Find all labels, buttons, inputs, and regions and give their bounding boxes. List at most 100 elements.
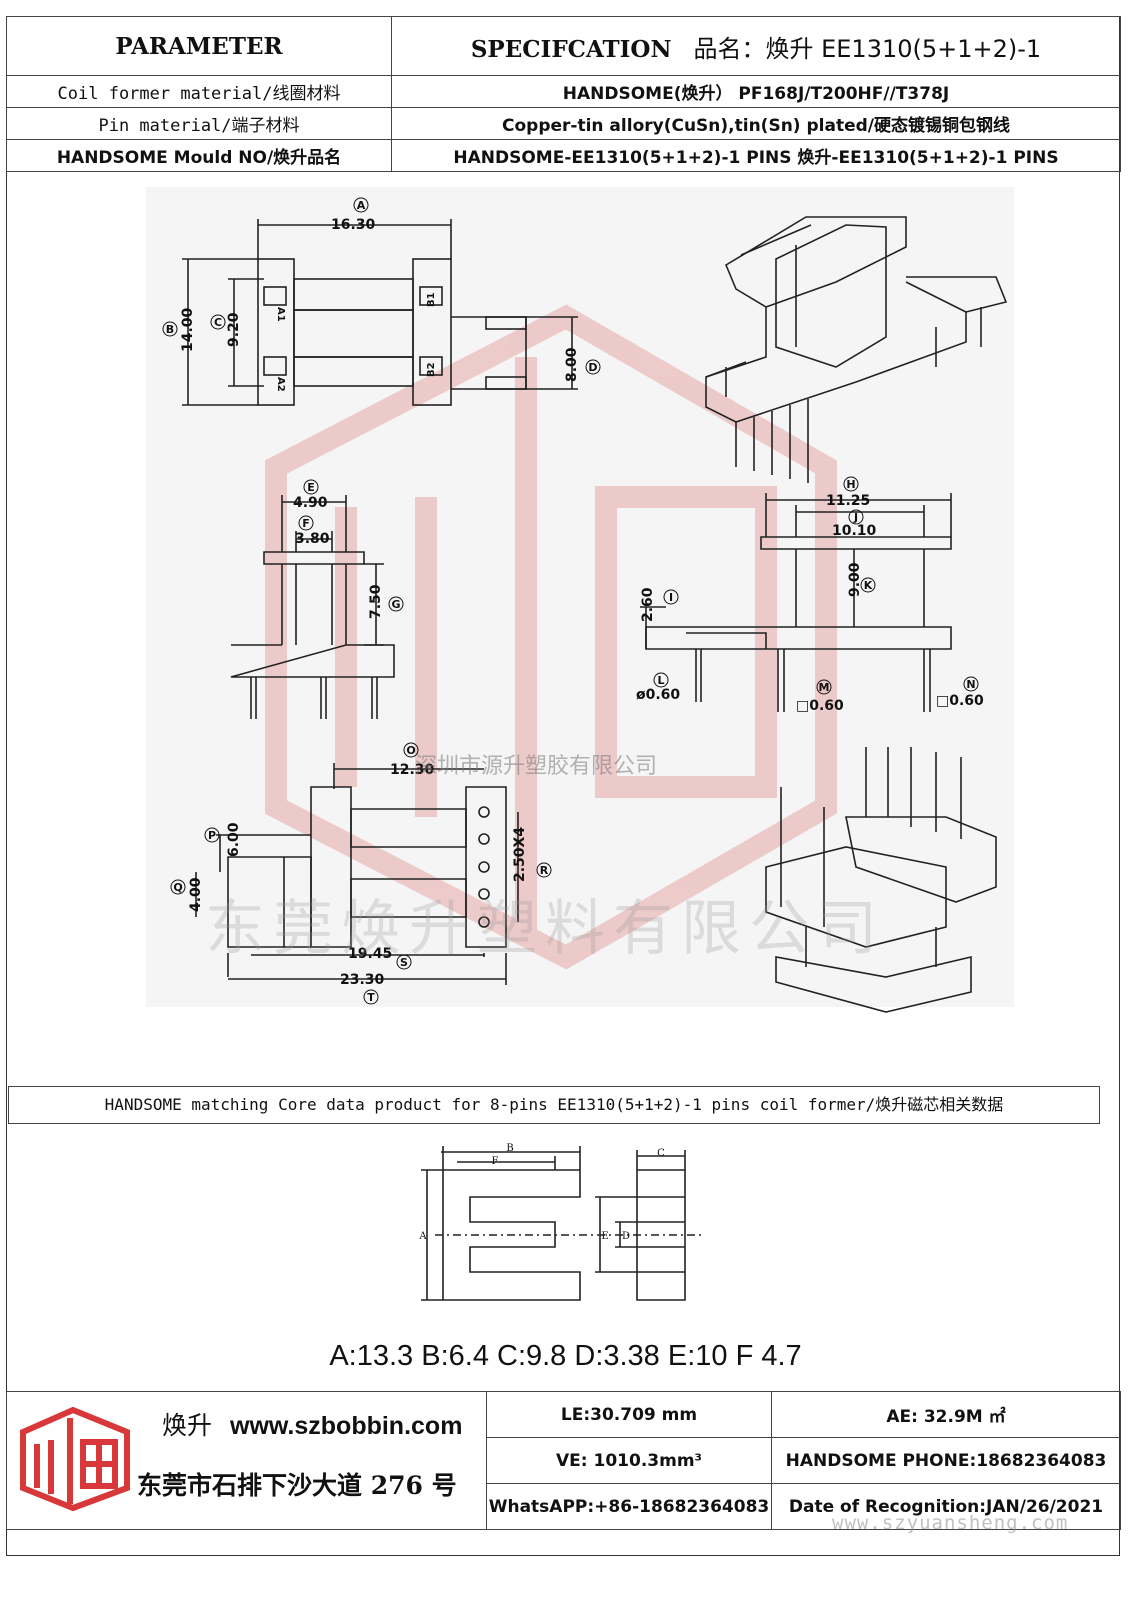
svg-text:L: L [657, 674, 664, 687]
pin-material-label: Pin material/端子材料 [6, 107, 392, 140]
marker-j: J [848, 509, 864, 525]
ve-value: VE: 1010.3mm³ [486, 1437, 772, 1484]
svg-text:T: T [367, 991, 375, 1004]
marker-g: G [388, 596, 404, 612]
marker-o: O [403, 742, 419, 758]
pin-mark-a1: A1 [275, 307, 286, 322]
iso-view-bottom [765, 747, 997, 1013]
reference-markers: A B C D E F G H I J K L M N O P Q R S T [162, 197, 979, 1005]
marker-p: P [204, 827, 220, 843]
side-view [640, 493, 952, 712]
core-letter-c: C [657, 1148, 665, 1159]
marker-n: N [963, 676, 979, 692]
company-logo [20, 1406, 130, 1512]
core-letter-a: A [418, 1231, 427, 1242]
dim-q: 4.00 [188, 877, 204, 912]
specification-label: SPECIFCATION [470, 35, 672, 63]
svg-text:C: C [214, 316, 222, 329]
pin-mark-a2: A2 [275, 377, 286, 392]
ae-value: AE: 32.9M ㎡ [771, 1391, 1121, 1438]
dim-t: 23.30 [340, 972, 385, 988]
core-dimensions: A:13.3 B:6.4 C:9.8 D:3.38 E:10 F 4.7 [329, 1340, 802, 1372]
header-table: PARAMETER SPECIFCATION 品名：焕升 EE1310(5+1+2… [6, 16, 1121, 172]
dim-k: 9.00 [847, 562, 863, 597]
svg-text:M: M [819, 681, 830, 694]
core-drawing: B F C A D E [418, 1143, 705, 1301]
whatsapp-value: WhatsAPP:+86-18682364083 [486, 1483, 772, 1530]
coil-material-label: Coil former material/线圈材料 [6, 75, 392, 108]
front-view [230, 495, 395, 719]
svg-text:A: A [357, 199, 366, 212]
company-address: 东莞市石排下沙大道 276 号 [137, 1471, 457, 1500]
marker-b: B [162, 321, 178, 337]
svg-text:Q: Q [173, 881, 182, 894]
marker-m: M [816, 679, 832, 695]
dim-c: 9.20 [226, 312, 242, 347]
marker-h: H [843, 476, 859, 492]
pin-mark-b2: B2 [426, 362, 437, 377]
marker-e: E [303, 479, 319, 495]
phone-value: HANDSOME PHONE:18682364083 [771, 1437, 1121, 1484]
core-letter-b: B [506, 1143, 513, 1154]
svg-text:N: N [966, 678, 975, 691]
dim-d: 8.00 [564, 347, 580, 382]
dim-e: 4.90 [293, 495, 328, 511]
marker-d: D [585, 359, 601, 375]
marker-c: C [210, 314, 226, 330]
svg-text:E: E [307, 481, 315, 494]
dim-h: 11.25 [826, 493, 870, 509]
core-letter-f: F [492, 1156, 499, 1167]
coil-material-value: HANDSOME(焕升） PF168J/T200HF//T378J [391, 75, 1121, 108]
marker-a: A [353, 197, 369, 213]
product-name: 品名：焕升 EE1310(5+1+2)-1 [693, 34, 1042, 63]
svg-text:S: S [400, 956, 408, 969]
core-letter-d: D [622, 1231, 630, 1242]
dim-l: ø0.60 [636, 687, 680, 703]
svg-text:P: P [208, 829, 216, 842]
core-data-title: HANDSOME matching Core data product for … [8, 1086, 1100, 1124]
dim-r: 2.50X4 [512, 827, 528, 882]
le-value: LE:30.709 mm [486, 1391, 772, 1438]
dim-a: 16.30 [331, 217, 376, 233]
iso-view-top [705, 216, 1008, 483]
marker-s: S [396, 954, 412, 970]
marker-f: F [298, 515, 314, 531]
marker-r: R [536, 862, 552, 878]
svg-text:K: K [864, 579, 873, 592]
recognition-date: Date of Recognition:JAN/26/2021 [771, 1483, 1121, 1530]
dim-n: □0.60 [936, 693, 984, 709]
svg-text:R: R [540, 864, 549, 877]
svg-text:O: O [406, 744, 415, 757]
dim-f: 3.80 [295, 531, 330, 547]
marker-l: L [653, 672, 669, 688]
dim-o: 12.30 [390, 762, 435, 778]
watermark-dongguan: 东莞焕升塑料有限公司 [205, 894, 885, 964]
mould-no-label: HANDSOME Mould NO/焕升品名 [6, 139, 392, 172]
top-view [182, 219, 578, 406]
dim-j: 10.10 [832, 523, 877, 539]
pin-mark-b1: B1 [426, 292, 437, 307]
website-link[interactable]: www.szbobbin.com [230, 1412, 463, 1440]
bottom-view [195, 763, 519, 985]
pin-material-value: Copper-tin allory(CuSn),tin(Sn) plated/硬… [391, 107, 1121, 140]
marker-q: Q [170, 879, 186, 895]
technical-drawing: 16.30 14.00 9.20 8.00 4.90 3.80 7.50 11.… [146, 187, 1014, 1013]
parameter-header: PARAMETER [6, 16, 392, 76]
marker-k: K [860, 577, 876, 593]
dim-s: 19.45 [348, 946, 392, 962]
dim-m: □0.60 [796, 698, 844, 714]
marker-i: I [663, 589, 679, 605]
dim-i: 2.60 [640, 587, 656, 622]
dim-b: 14.00 [180, 307, 196, 352]
svg-text:J: J [853, 511, 858, 524]
svg-text:D: D [588, 361, 597, 374]
svg-text:H: H [846, 478, 855, 491]
svg-text:F: F [302, 517, 310, 530]
dim-p: 6.00 [226, 822, 242, 857]
watermark-url: www.szyuansheng.com [832, 1512, 1069, 1534]
watermark-shenzhen: 深圳市源升塑胶有限公司 [415, 754, 658, 779]
core-letter-e: E [601, 1231, 608, 1242]
